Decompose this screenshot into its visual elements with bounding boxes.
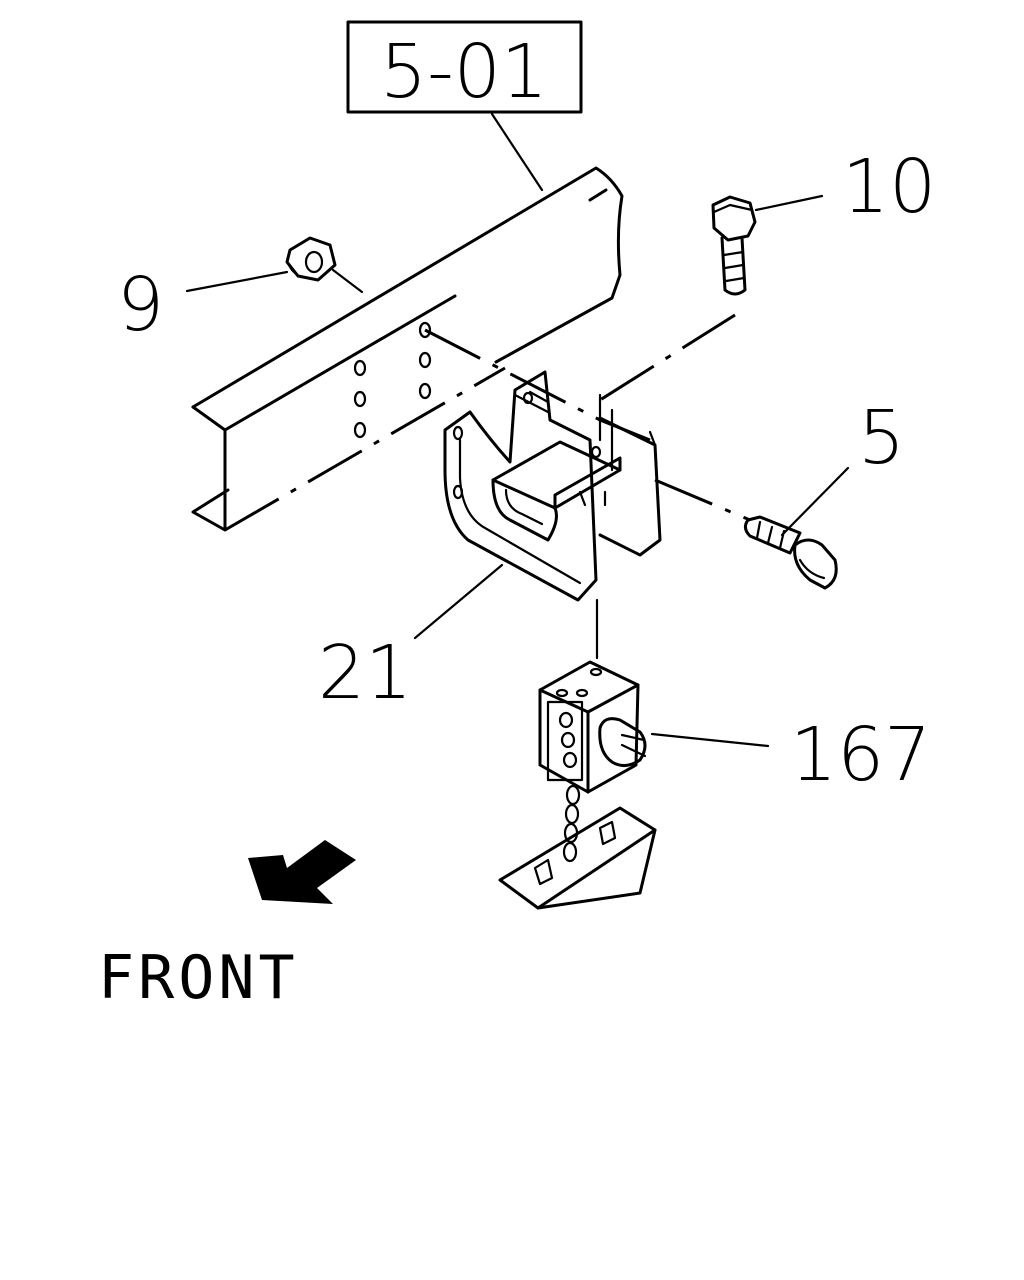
callout-carrier: 167 <box>790 712 931 798</box>
reference-box: 5-01 <box>346 20 583 192</box>
carrier-block <box>538 660 647 794</box>
frame-rail <box>191 166 624 532</box>
hook-plate <box>498 806 657 910</box>
chain <box>562 784 581 863</box>
upper-bolt <box>711 195 757 296</box>
nut <box>285 236 337 282</box>
callout-bracket: 21 <box>318 630 412 716</box>
callout-side-bolt: 5 <box>858 395 905 481</box>
front-arrow-icon <box>248 840 356 904</box>
reference-box-label: 5-01 <box>380 29 548 115</box>
callout-nut: 9 <box>117 262 164 348</box>
side-bolt <box>743 515 838 590</box>
callout-upper-bolt: 10 <box>842 144 936 230</box>
front-label: FRONT <box>98 943 299 1013</box>
bracket <box>443 370 662 602</box>
